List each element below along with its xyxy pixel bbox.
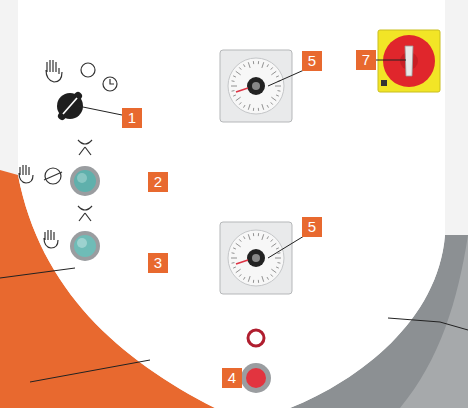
callout-number: 1 <box>122 108 142 128</box>
callout-number: 5 <box>302 217 322 237</box>
gauge-tick <box>262 104 264 110</box>
gauge-tick <box>271 71 276 75</box>
gauge-tick <box>267 236 269 239</box>
gauge-tick <box>248 62 250 68</box>
white-panel <box>18 0 445 408</box>
gauge-tick <box>275 258 281 259</box>
gauge-tick <box>233 248 236 249</box>
housing-seam <box>388 318 440 322</box>
gauge-tick <box>236 243 241 247</box>
gauge-tick <box>271 274 273 276</box>
gauge-tick <box>271 97 276 101</box>
gauge-tick <box>239 274 241 276</box>
gauge-tick <box>267 64 269 67</box>
gauge-tick <box>258 233 259 236</box>
gauge-tick <box>253 108 254 111</box>
gauge-tick <box>276 267 279 268</box>
gauge-tick <box>232 262 235 264</box>
housing-seam <box>0 268 75 278</box>
gauge-tick <box>239 102 241 104</box>
gauge-tick <box>231 86 237 87</box>
gauge-tick <box>271 239 273 241</box>
gauge-tick <box>258 61 259 64</box>
gauge-tick <box>278 90 281 92</box>
housing-seam <box>30 360 150 382</box>
gauge-tick <box>236 71 241 75</box>
gauge-tick <box>253 280 254 283</box>
push-button <box>44 206 100 261</box>
gauge-tick <box>258 108 259 111</box>
gauge-tick <box>248 104 250 110</box>
gauge-tick <box>248 276 250 282</box>
gauge-tick <box>233 95 236 96</box>
gauge-tick <box>262 234 264 240</box>
gauge-tick <box>275 86 281 87</box>
gauge-tick <box>262 62 264 68</box>
gauge-tick <box>232 252 235 254</box>
gauge-tick <box>271 102 273 104</box>
gauge-tick <box>244 105 246 108</box>
push-button <box>19 140 100 196</box>
gauge-tick <box>258 280 259 283</box>
selector-switch <box>46 60 117 119</box>
housing-seam <box>440 322 468 330</box>
gauge-tick <box>271 243 276 247</box>
gauge-tick <box>233 76 236 77</box>
gauge-tick <box>276 76 279 77</box>
gauge-tick <box>233 267 236 268</box>
timer-gauge <box>220 222 292 294</box>
gauge-tick <box>236 97 241 101</box>
callout-number: 7 <box>356 50 376 70</box>
gauge-tick <box>232 80 235 82</box>
gauge-tick <box>267 277 269 280</box>
leader-lines <box>78 60 406 258</box>
gauge-tick <box>276 95 279 96</box>
gauge-tick <box>244 277 246 280</box>
callout-number: 2 <box>148 172 168 192</box>
gauge-tick <box>271 67 273 69</box>
timer-gauge <box>220 50 292 122</box>
gauge-tick <box>244 236 246 239</box>
gauge-tick <box>244 64 246 67</box>
gauge-tick <box>232 90 235 92</box>
gauge-tick <box>248 234 250 240</box>
stop-button <box>241 330 271 393</box>
gauge-tick <box>253 61 254 64</box>
gauge-tick <box>236 269 241 273</box>
gauge-tick <box>239 239 241 241</box>
gauge-tick <box>253 233 254 236</box>
gauge-tick <box>276 248 279 249</box>
callout-number: 5 <box>302 51 322 71</box>
gauge-tick <box>262 276 264 282</box>
gauge-tick <box>239 67 241 69</box>
main-switch <box>378 30 440 92</box>
callout-number: 3 <box>148 253 168 273</box>
gauge-tick <box>278 252 281 254</box>
gauge-tick <box>267 105 269 108</box>
gauge-tick <box>278 262 281 264</box>
gauge-tick <box>231 258 237 259</box>
gauge-tick <box>271 269 276 273</box>
callout-number: 4 <box>222 368 242 388</box>
